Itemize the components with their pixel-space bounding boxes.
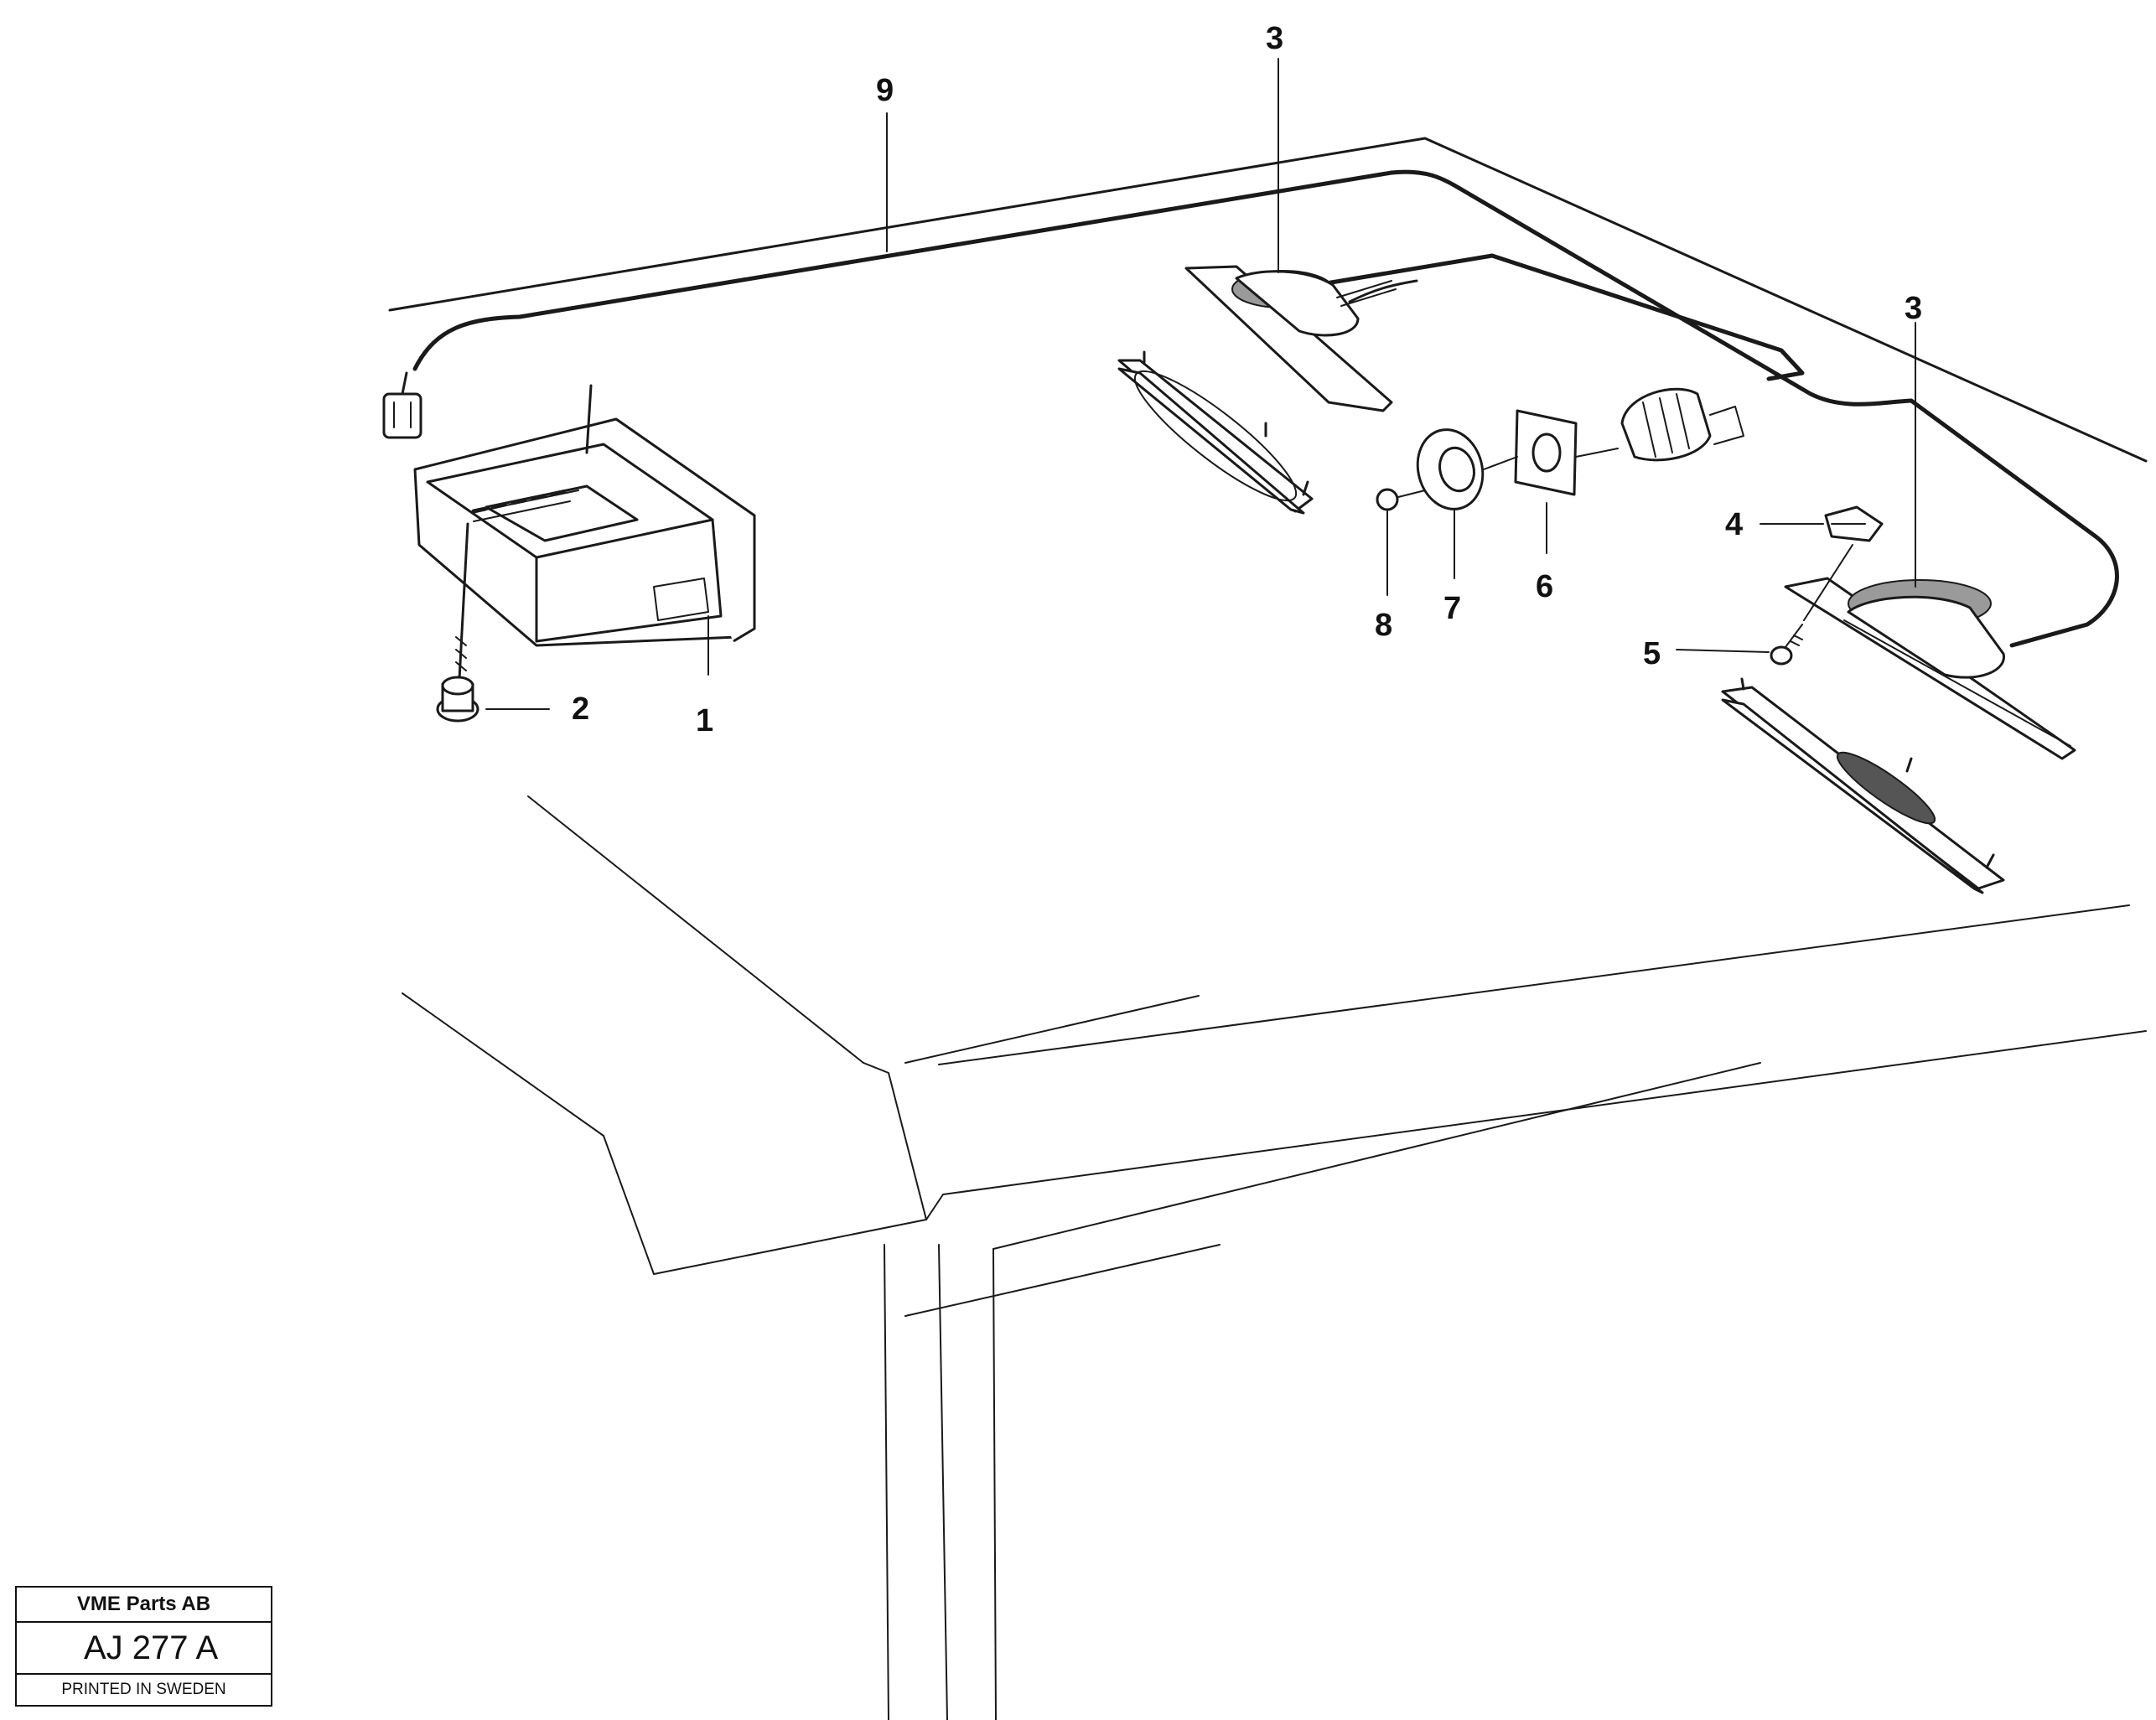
callout-8: 8 — [1375, 608, 1392, 643]
cable-harness — [382, 169, 2119, 648]
callouts: 1 2 3 3 4 5 6 7 8 9 — [572, 21, 1922, 738]
callout-3-upper: 3 — [1266, 21, 1283, 56]
leader-lines — [485, 58, 1916, 710]
harness-connector — [382, 392, 422, 439]
callout-4: 4 — [1725, 507, 1743, 542]
screw-part-2 — [436, 522, 479, 723]
speaker-grille-lower — [1721, 677, 2005, 894]
title-block-company: VME Parts AB — [17, 1588, 271, 1623]
radio-holder-box — [413, 384, 756, 647]
switch-knob-assembly — [1376, 387, 1744, 511]
cab-outline — [388, 137, 2148, 1720]
callout-3-lower: 3 — [1905, 291, 1922, 326]
speaker-grille-upper — [1117, 350, 1314, 515]
callout-1: 1 — [696, 703, 713, 738]
title-block: VME Parts AB AJ 277 A PRINTED IN SWEDEN — [15, 1586, 272, 1707]
callout-5: 5 — [1643, 636, 1661, 671]
callout-6: 6 — [1536, 569, 1553, 604]
callout-9: 9 — [876, 73, 894, 108]
callout-2: 2 — [572, 692, 589, 727]
screw-part-5 — [1770, 544, 1853, 666]
speaker-upper — [1184, 265, 1397, 412]
clip-part-4 — [1824, 505, 1884, 542]
callout-7: 7 — [1443, 591, 1461, 626]
title-block-printed-note: PRINTED IN SWEDEN — [61, 1681, 226, 1698]
speaker-lower — [1784, 577, 2076, 760]
title-block-drawing-code: AJ 277 A — [17, 1623, 271, 1675]
